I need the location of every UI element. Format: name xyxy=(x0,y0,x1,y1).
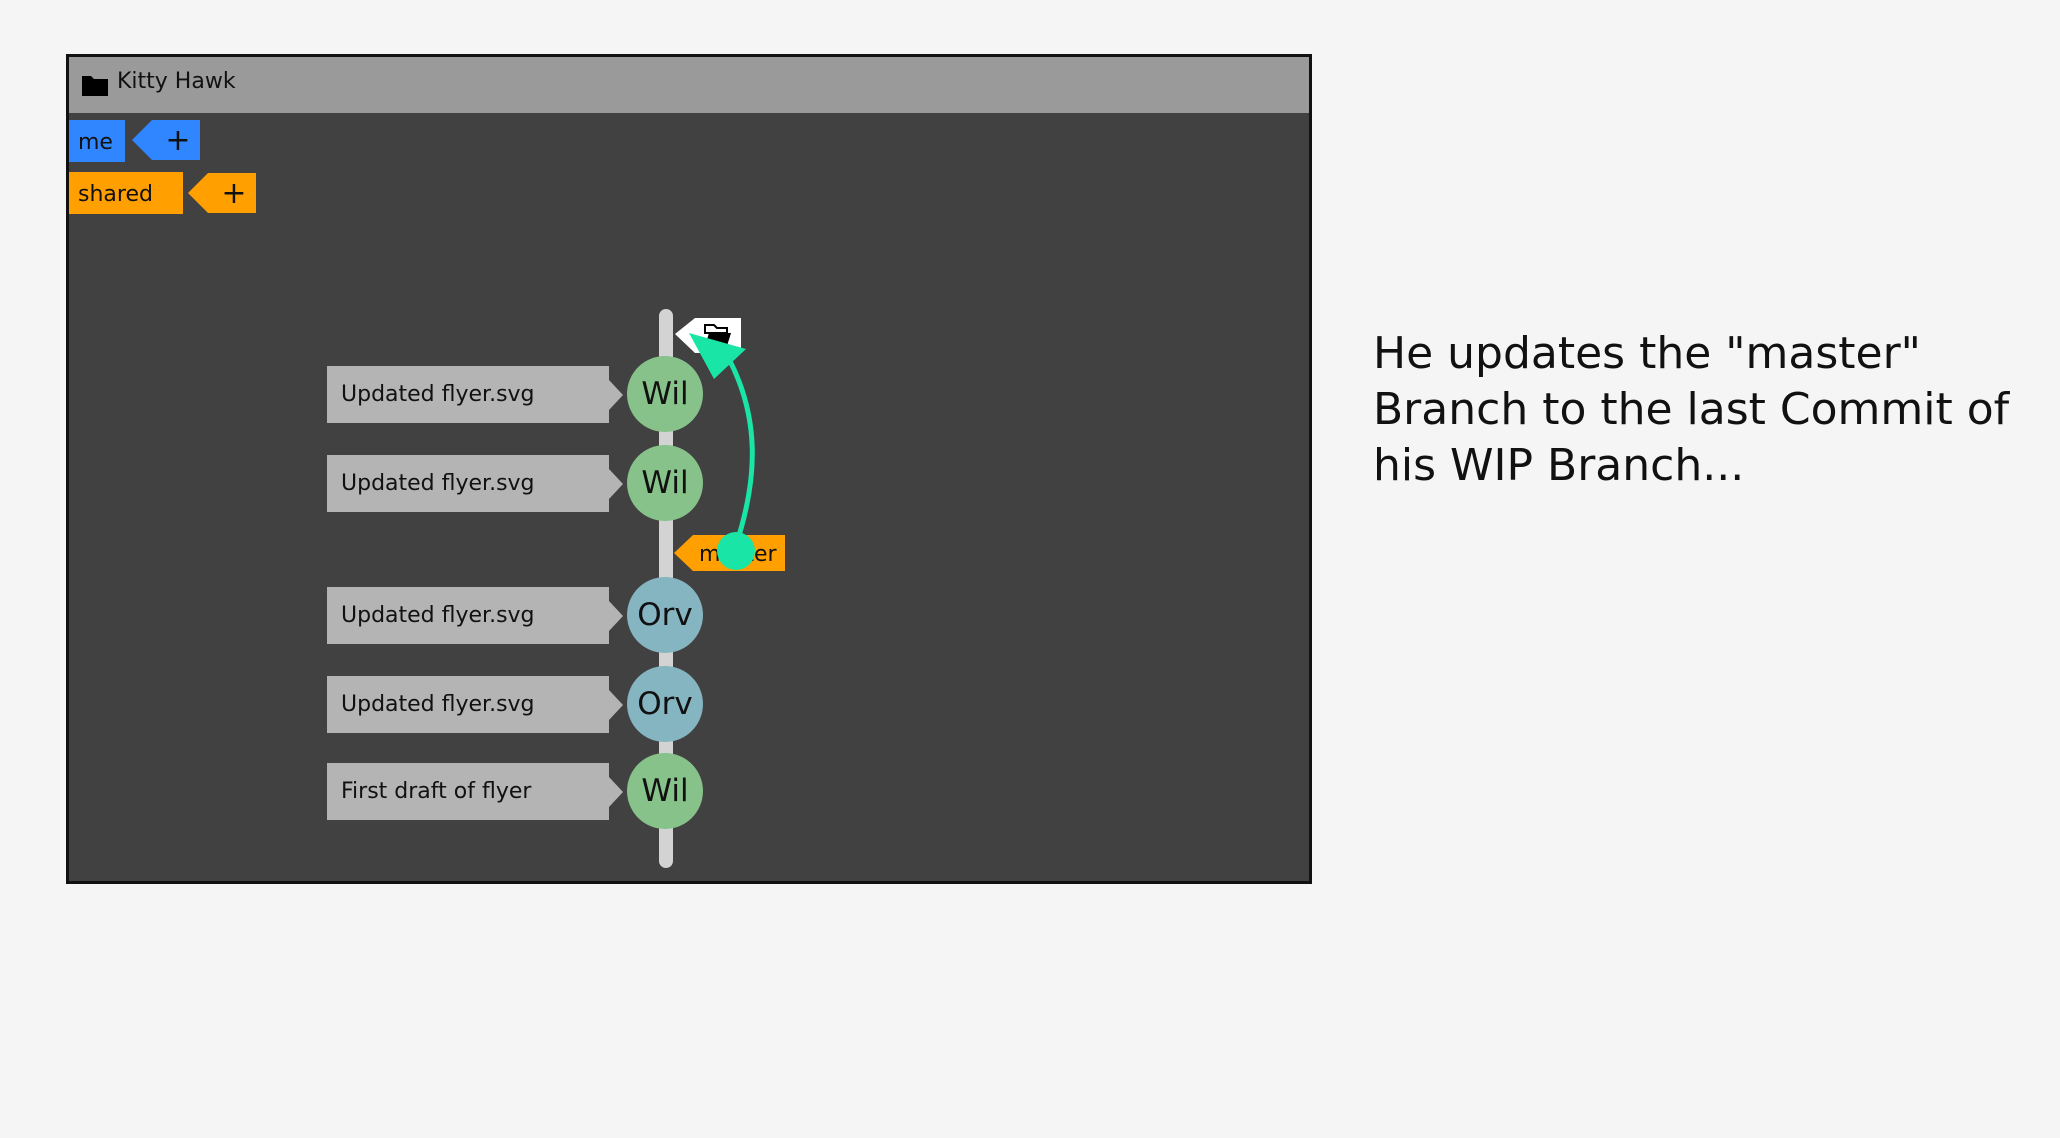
repository-window: Kitty Hawk me + shared + master Updated … xyxy=(66,54,1312,884)
drag-cursor[interactable] xyxy=(717,532,755,570)
commit-author-avatar[interactable]: Wil xyxy=(627,356,703,432)
commit-message[interactable]: Updated flyer.svg xyxy=(327,587,609,644)
plus-icon: + xyxy=(165,123,190,158)
commit-pointer xyxy=(609,777,623,807)
commit-pointer xyxy=(609,601,623,631)
add-branch-me-button[interactable]: + xyxy=(132,120,200,160)
add-branch-shared-button[interactable]: + xyxy=(188,173,256,213)
commit-message[interactable]: Updated flyer.svg xyxy=(327,366,609,423)
drag-arrow-head xyxy=(689,333,746,379)
ref-me-label[interactable]: me xyxy=(69,120,125,162)
commit-pointer xyxy=(609,469,623,499)
window-title: Kitty Hawk xyxy=(117,69,236,94)
commit-author-avatar[interactable]: Wil xyxy=(627,753,703,829)
commit-message[interactable]: Updated flyer.svg xyxy=(327,455,609,512)
title-bar: Kitty Hawk xyxy=(69,57,1309,113)
folder-icon xyxy=(82,76,108,96)
commit-author-avatar[interactable]: Wil xyxy=(627,445,703,521)
commit-message[interactable]: First draft of flyer xyxy=(327,763,609,820)
commit-author-avatar[interactable]: Orv xyxy=(627,577,703,653)
commit-author-avatar[interactable]: Orv xyxy=(627,666,703,742)
commit-pointer xyxy=(609,690,623,720)
plus-icon: + xyxy=(221,176,246,211)
commit-pointer xyxy=(609,380,623,410)
caption-text: He updates the "master" Branch to the la… xyxy=(1373,328,2010,491)
drag-arrow-path xyxy=(726,357,755,549)
ref-shared-label[interactable]: shared xyxy=(69,172,183,214)
commit-message[interactable]: Updated flyer.svg xyxy=(327,676,609,733)
